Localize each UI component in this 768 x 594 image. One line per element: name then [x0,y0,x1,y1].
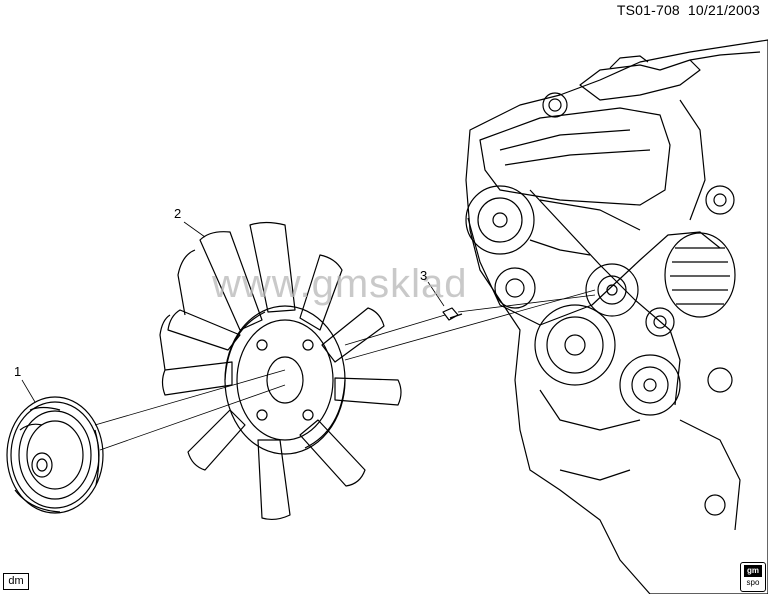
callout-2: 2 [174,206,182,221]
watermark-text: www.gmsklad [212,262,468,306]
fan-blade-assembly [159,221,402,521]
diagram-header: TS01-708 10/21/2003 [609,2,760,18]
gm-spo-logo: gm spo [740,562,766,592]
engine-assembly [465,39,768,594]
diagram-date: 10/21/2003 [687,2,760,18]
assembly-centerlines [94,289,596,451]
bolt-part [442,307,463,321]
diagram-code: TS01-708 [616,2,680,18]
callout-leaders [21,221,445,403]
callout-1: 1 [14,364,22,379]
logo-spo: spo [746,578,760,587]
logo-gm: gm [744,565,762,577]
callout-3: 3 [420,268,428,283]
fan-clutch-assembly [6,396,104,514]
dm-label: dm [3,573,29,590]
